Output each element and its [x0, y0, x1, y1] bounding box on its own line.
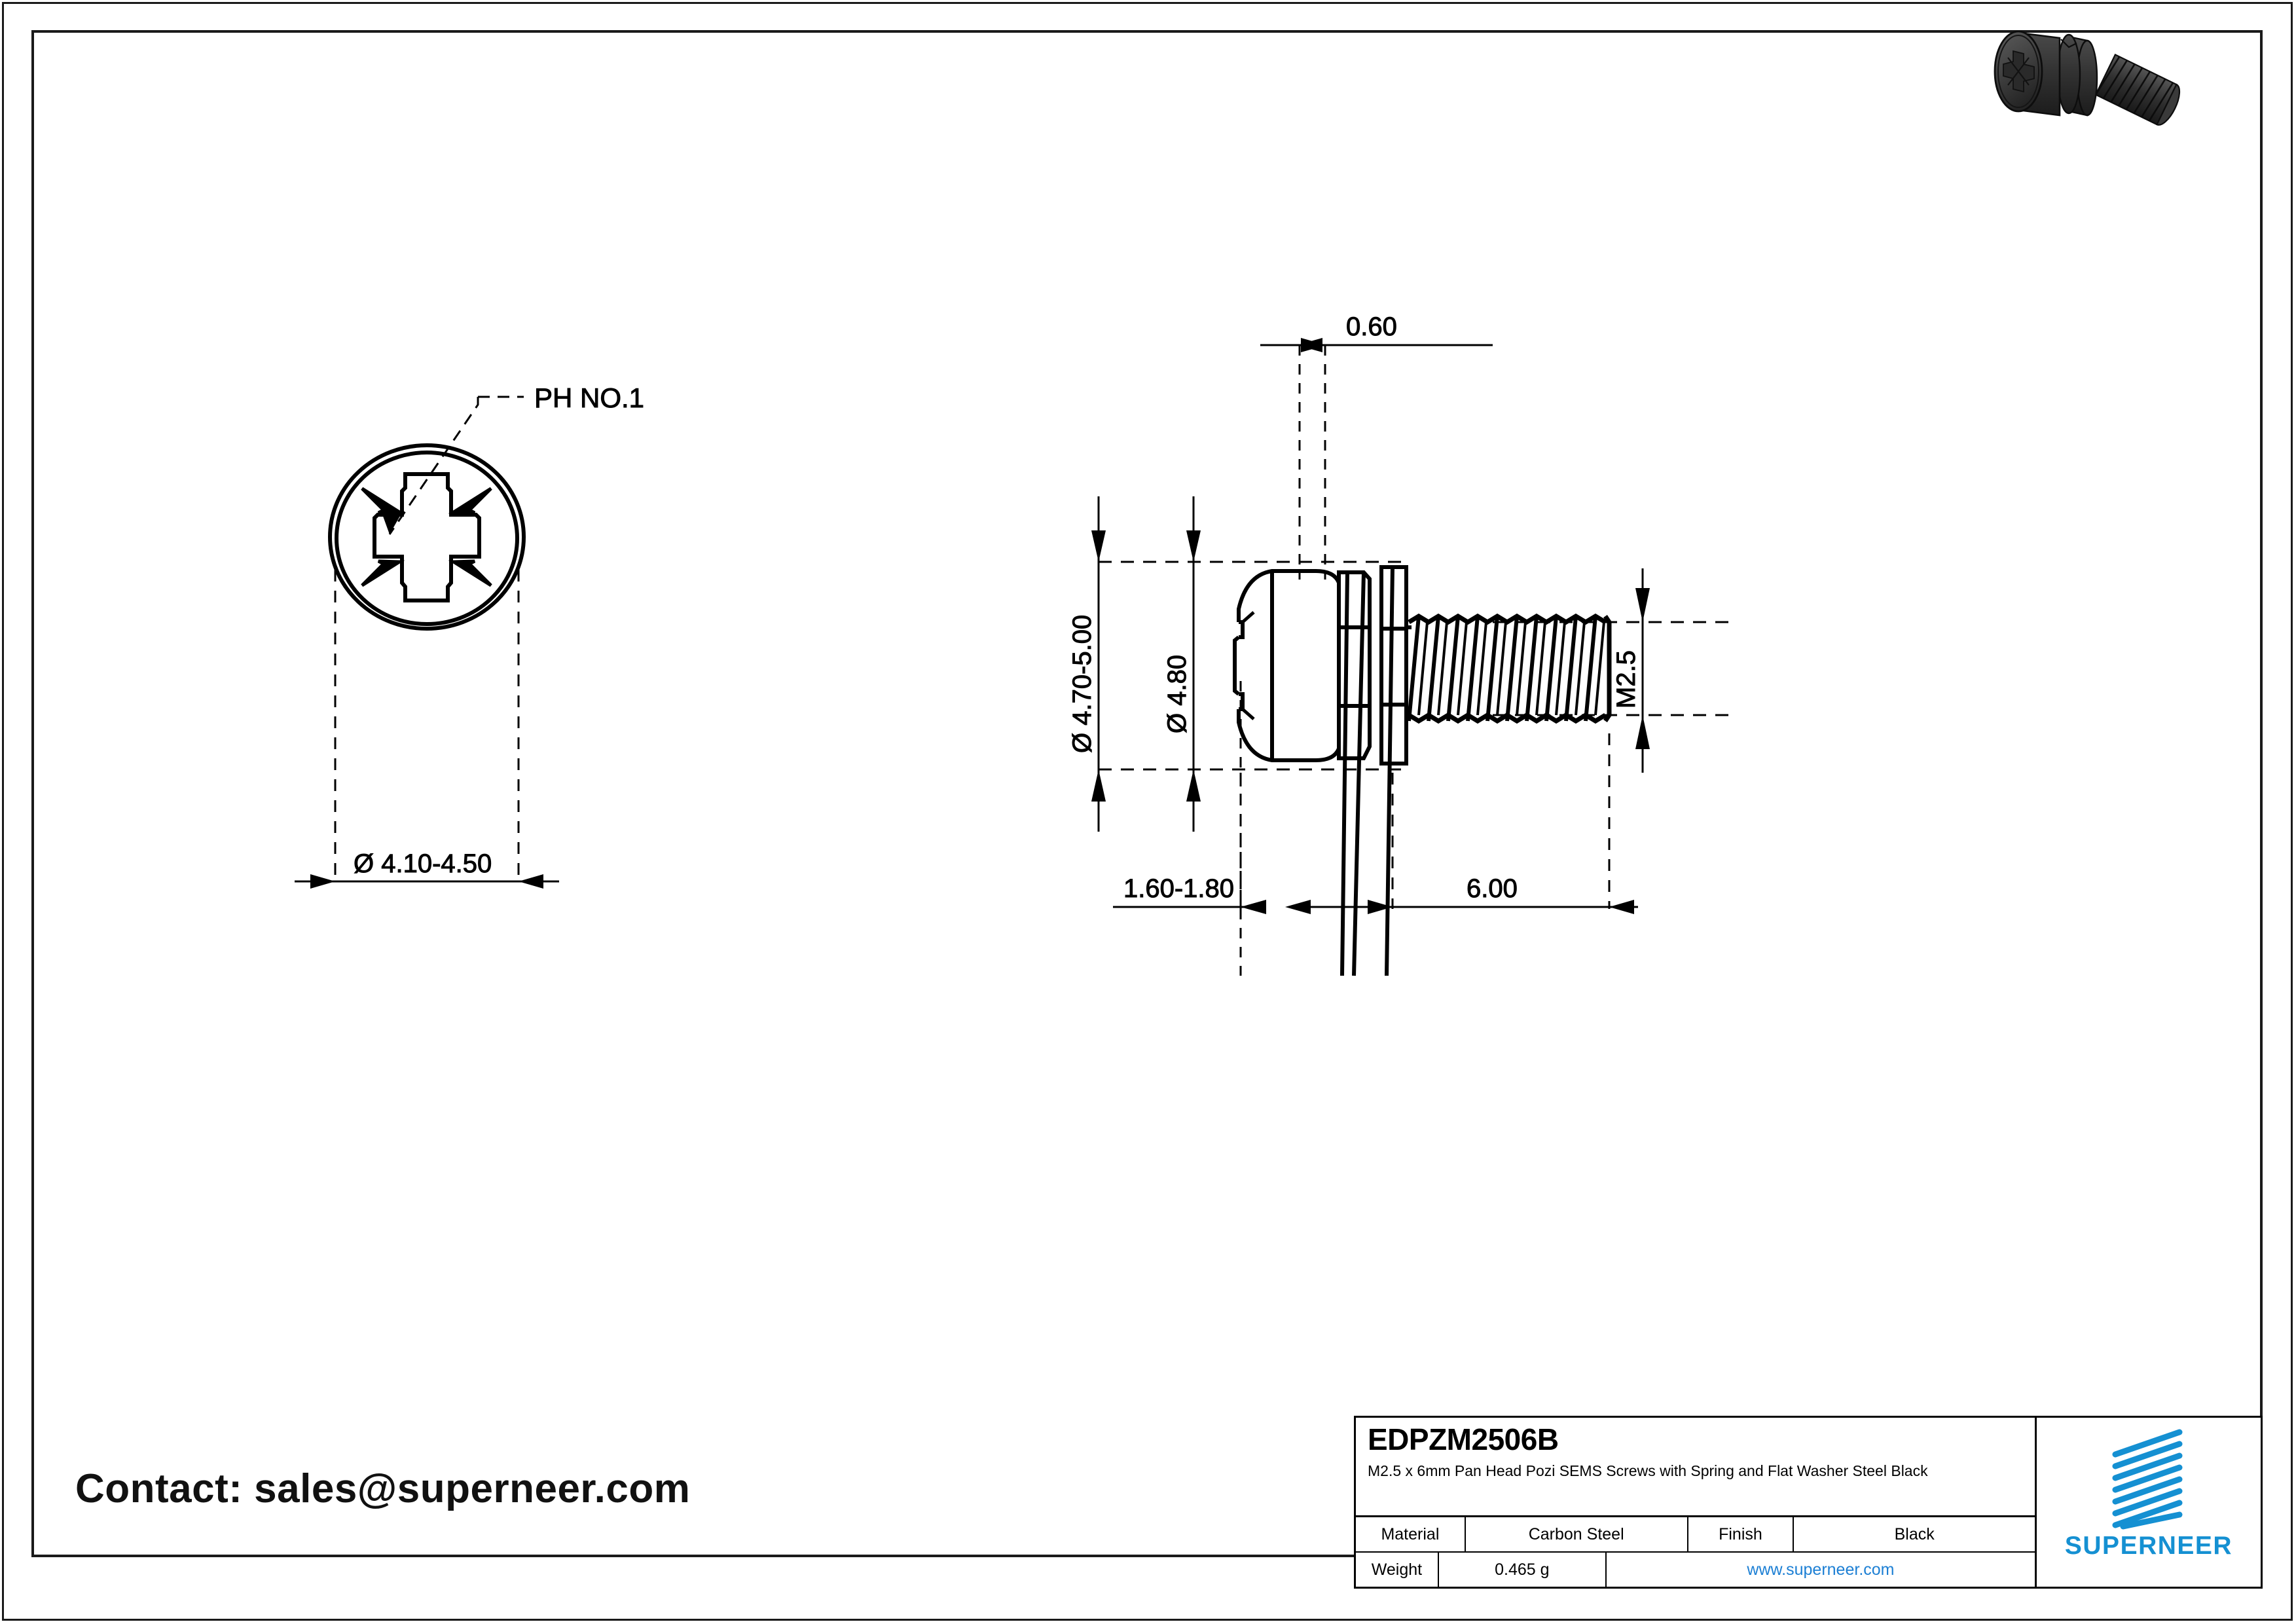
flat-washer-profile	[1379, 565, 1408, 976]
side-bottom-extension-lines	[1239, 733, 1611, 909]
pozi-drive-recess	[373, 472, 481, 602]
head-diameter-dimension	[1091, 496, 1106, 832]
title-block-description-cell: EDPZM2506B M2.5 x 6mm Pan Head Pozi SEMS…	[1356, 1418, 2035, 1517]
weight-label: Weight	[1356, 1553, 1439, 1587]
weight-value: 0.465 g	[1439, 1553, 1607, 1587]
screw-3d-shank	[2094, 53, 2181, 126]
title-block-row-weight: Weight 0.465 g www.superneer.com	[1356, 1553, 2035, 1587]
contact-text: Contact: sales@superneer.com	[75, 1466, 691, 1511]
washer-thickness-extension-lines	[1298, 345, 1326, 580]
thread-length-dimension	[1285, 900, 1638, 914]
thread-size-dimension-text: M2.5	[1612, 650, 1641, 709]
part-number: EDPZM2506B	[1368, 1422, 1559, 1456]
screw-3d-render	[1977, 18, 2272, 126]
website-link[interactable]: www.superneer.com	[1747, 1560, 1895, 1579]
spring-washer-profile	[1337, 570, 1372, 976]
head-diameter-dimension-text: Ø 4.70-5.00	[1068, 615, 1097, 753]
superneer-logo-icon	[2112, 1429, 2183, 1530]
finish-label: Finish	[1688, 1517, 1795, 1551]
front-view-extension-lines	[334, 570, 520, 879]
head-height-dimension-text: 1.60-1.80	[1123, 874, 1234, 903]
front-diameter-dimension-text: Ø 4.10-4.50	[354, 849, 492, 878]
finish-value: Black	[1894, 1524, 1935, 1543]
thread-size-dimension	[1635, 568, 1650, 773]
head-outline-circles	[328, 443, 526, 631]
title-block-left: EDPZM2506B M2.5 x 6mm Pan Head Pozi SEMS…	[1356, 1418, 2037, 1587]
part-description: M2.5 x 6mm Pan Head Pozi SEMS Screws wit…	[1368, 1462, 1928, 1479]
screw-3d-head	[1994, 30, 2061, 117]
material-value: Carbon Steel	[1466, 1517, 1688, 1551]
pan-head-profile	[1270, 569, 1341, 762]
pan-head-crown	[1233, 569, 1273, 762]
side-view-drawing: 0.60 Ø 4.70-5.00	[1068, 312, 1768, 976]
screw-3d-spring-washer	[2056, 33, 2081, 115]
title-block: EDPZM2506B M2.5 x 6mm Pan Head Pozi SEMS…	[1354, 1416, 2263, 1589]
title-block-logo-cell: SUPERNEER	[2037, 1418, 2261, 1587]
washer-diameter-dimension	[1186, 496, 1201, 832]
sheet-inner-frame	[31, 30, 2263, 1557]
front-diameter-dimension-line	[295, 874, 559, 889]
material-label: Material	[1356, 1517, 1466, 1551]
head-recess-marks	[1241, 611, 1255, 720]
washer-diameter-dimension-text: Ø 4.80	[1163, 655, 1192, 733]
front-view-drawing: PH NO.1	[282, 373, 753, 963]
threaded-shank	[1406, 613, 1612, 724]
title-block-row-material: Material Carbon Steel Finish Black	[1356, 1517, 2035, 1553]
washer-thickness-dimension-text: 0.60	[1346, 312, 1397, 341]
ph-no1-label: PH NO.1	[534, 382, 644, 413]
brand-wordmark: SUPERNEER	[2064, 1532, 2233, 1560]
pozi-spur-ribs	[361, 487, 492, 587]
thread-length-dimension-text: 6.00	[1467, 874, 1518, 903]
head-height-dimension	[1113, 900, 1266, 914]
